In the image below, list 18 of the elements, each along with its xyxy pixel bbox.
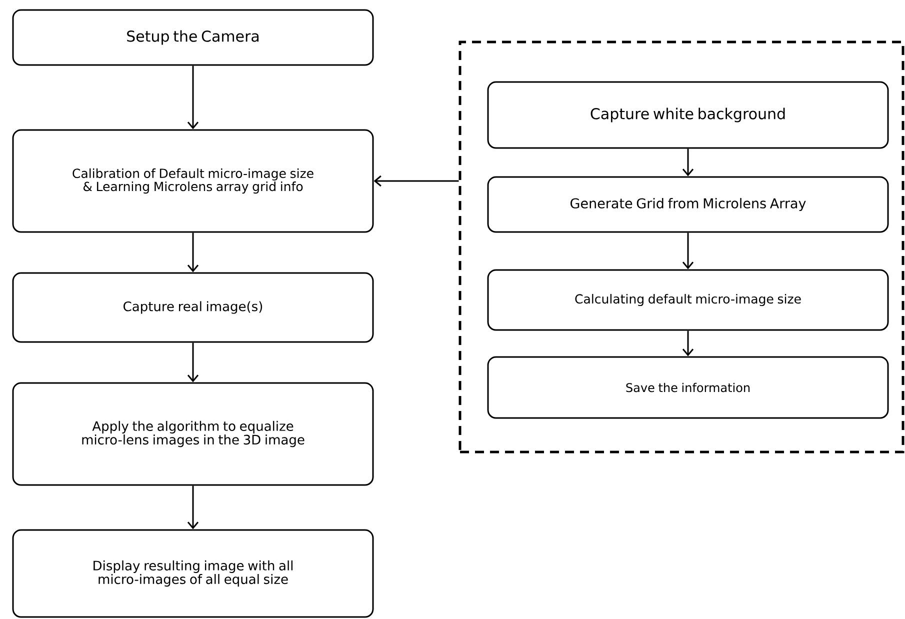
process-box: Apply the algorithm to equalize micro-lens images in the 3D image — [12, 382, 374, 486]
arrow — [682, 330, 694, 356]
process-box: Capture white background — [487, 81, 889, 149]
dashed-frame — [458, 40, 904, 454]
arrow — [187, 342, 199, 382]
arrow — [682, 232, 694, 270]
process-box: Save the information — [487, 356, 889, 419]
arrow — [682, 148, 694, 176]
process-box: Calibration of Default micro-image size & Learning Microlens array grid info — [12, 129, 374, 233]
process-box: Display resulting image with all micro-images of all equal size — [12, 529, 374, 618]
arrow — [374, 175, 459, 187]
arrow — [187, 232, 199, 272]
process-box: Calculating default micro-image size — [487, 269, 889, 331]
process-box: Setup the Camera — [12, 9, 374, 66]
arrow — [187, 486, 199, 530]
process-box: Capture real image(s) — [12, 272, 374, 343]
arrow — [187, 66, 199, 130]
process-box: Generate Grid from Microlens Array — [487, 176, 889, 233]
